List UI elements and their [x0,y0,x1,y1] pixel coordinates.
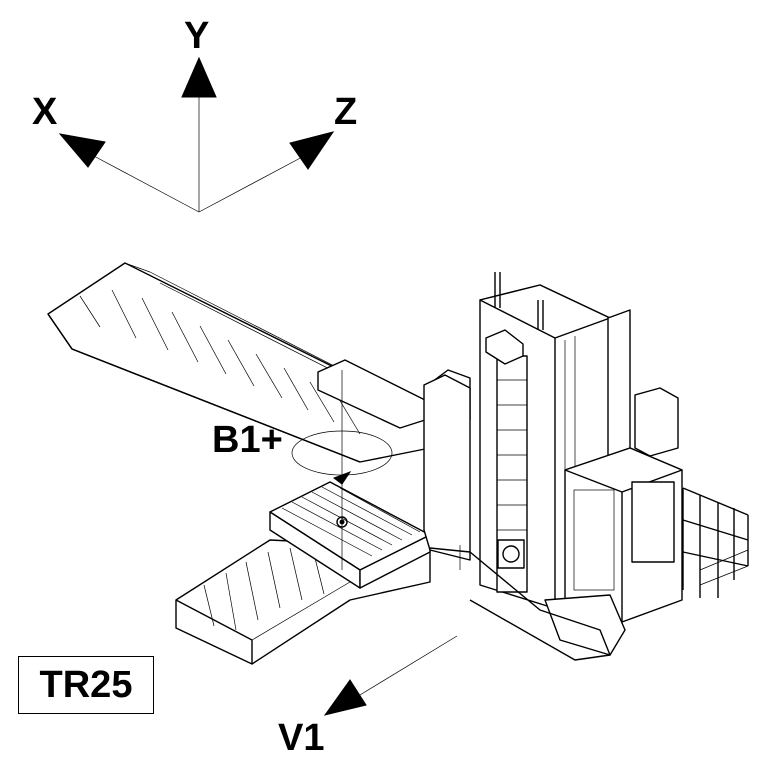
axis-triad: Y X Z [32,15,357,213]
model-label: TR25 [39,664,133,706]
rotation-arrowhead [332,470,352,485]
rotary-table [269,370,431,589]
control-cabinet [544,387,683,656]
z-axis-label: Z [334,91,357,133]
v1-arrowhead [323,679,367,716]
machine-base [429,545,611,661]
v1-direction-arrow [323,635,458,716]
y-axis-label: Y [184,15,209,57]
direction-label: V1 [278,717,324,759]
x-axis-label: X [32,91,58,133]
y-axis-arrowhead [181,56,217,98]
x-axis-arrowhead [58,133,106,168]
z-axis-arrowhead [289,131,335,170]
side-staircase [682,487,749,598]
rotation-axis-label: B1+ [212,419,283,461]
model-label-box: TR25 [18,656,154,714]
